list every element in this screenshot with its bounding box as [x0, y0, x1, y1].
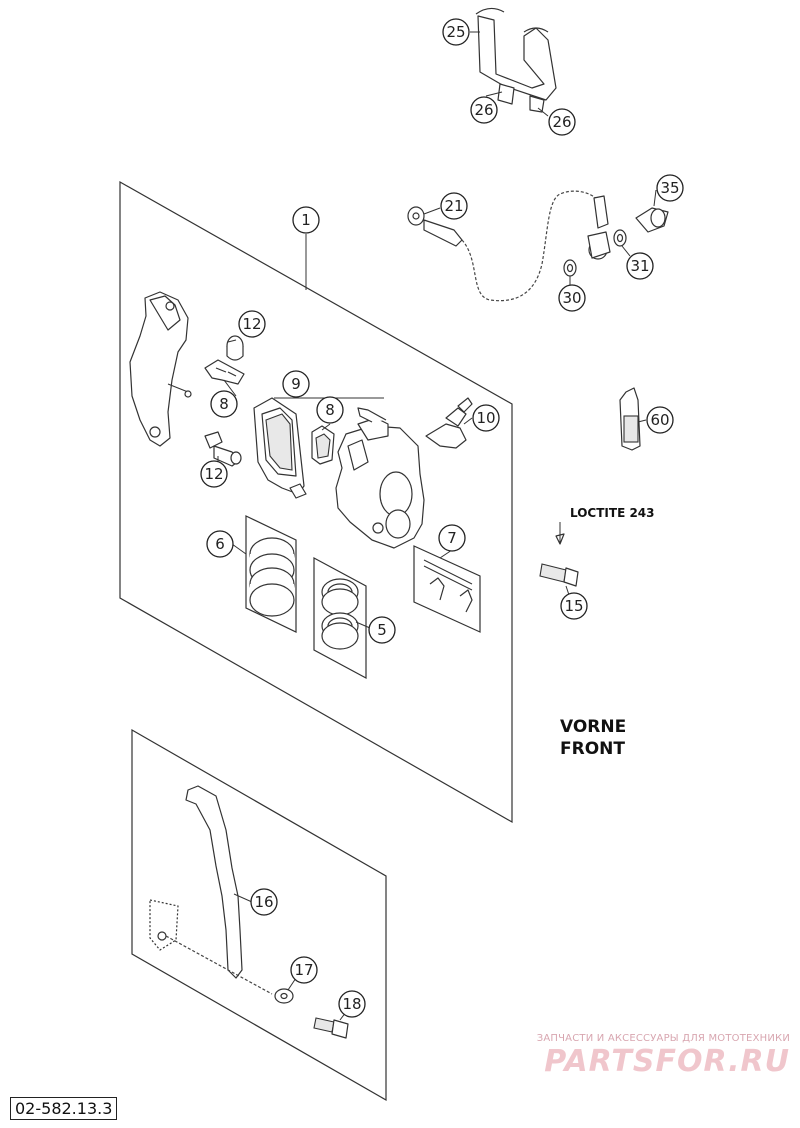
callout-31: 31 — [626, 252, 654, 280]
svg-text:60: 60 — [650, 411, 669, 429]
callout-15: 15 — [560, 592, 588, 620]
caliper-screw-part — [539, 522, 579, 587]
washer-30-part — [563, 259, 577, 277]
svg-text:35: 35 — [660, 179, 679, 197]
brake-hose-part — [407, 190, 611, 302]
svg-text:9: 9 — [291, 375, 301, 393]
svg-text:30: 30 — [562, 289, 581, 307]
watermark-subtitle: ЗАПЧАСТИ И АКСЕССУАРЫ ДЛЯ МОТОТЕХНИКИ — [536, 1033, 790, 1044]
diagram-reference-number: 02-582.13.3 — [10, 1097, 118, 1120]
direction-label: VORNE FRONT — [560, 716, 626, 760]
caliper-assembly-panel — [119, 180, 513, 824]
direction-label-line1: VORNE — [560, 717, 627, 737]
brake-pad-part — [253, 397, 307, 499]
svg-text:7: 7 — [447, 529, 457, 547]
callout-9: 9 — [282, 370, 310, 398]
pistons-kit-box — [245, 515, 297, 633]
svg-text:8: 8 — [325, 401, 335, 419]
svg-text:10: 10 — [476, 409, 495, 427]
svg-text:5: 5 — [377, 621, 387, 639]
pad-retainer-part — [311, 425, 335, 465]
pin-kit-box — [413, 545, 481, 633]
callout-17: 17 — [290, 956, 318, 984]
svg-text:8: 8 — [219, 395, 229, 413]
hose-guide-part — [149, 785, 273, 995]
watermark-brand: PARTSFOR.RU — [544, 1044, 790, 1079]
callout-25: 25 — [442, 18, 470, 46]
callout-6: 6 — [206, 530, 234, 558]
svg-text:12: 12 — [204, 465, 223, 483]
brake-fluid-bottle — [619, 387, 641, 451]
callout-60: 60 — [646, 406, 674, 434]
callout-5: 5 — [368, 616, 396, 644]
svg-text:25: 25 — [446, 23, 465, 41]
pad-spring-part — [204, 359, 245, 385]
seal-kit-box — [313, 556, 367, 680]
callout-8-left: 8 — [210, 390, 238, 418]
loctite-label: LOCTITE 243 — [570, 506, 655, 520]
svg-text:21: 21 — [444, 197, 463, 215]
callout-26-right: 26 — [548, 108, 576, 136]
bolt-18-part — [313, 1017, 349, 1039]
banjo-bolt-part — [635, 207, 669, 233]
svg-text:31: 31 — [630, 257, 649, 275]
callout-18: 18 — [338, 990, 366, 1018]
slider-boot-part — [226, 335, 244, 361]
bleeder-valve-part — [425, 397, 473, 449]
callout-1: 1 — [292, 206, 320, 234]
washer-31-part — [613, 229, 627, 247]
svg-text:17: 17 — [294, 961, 313, 979]
washer-17-part — [274, 988, 294, 1004]
callout-12-bottom: 12 — [200, 460, 228, 488]
svg-text:12: 12 — [242, 315, 261, 333]
svg-text:6: 6 — [215, 535, 225, 553]
svg-text:18: 18 — [342, 995, 361, 1013]
svg-text:26: 26 — [552, 113, 571, 131]
caliper-body-part — [335, 407, 425, 549]
callout-7: 7 — [438, 524, 466, 552]
callout-8-right: 8 — [316, 396, 344, 424]
clip-part — [475, 7, 557, 113]
direction-label-line2: FRONT — [560, 739, 625, 759]
svg-text:26: 26 — [474, 101, 493, 119]
callout-12-top: 12 — [238, 310, 266, 338]
callout-16: 16 — [250, 888, 278, 916]
callout-30: 30 — [558, 284, 586, 312]
svg-text:15: 15 — [564, 597, 583, 615]
caliper-bracket — [129, 291, 192, 447]
callout-26-left: 26 — [470, 96, 498, 124]
callout-35: 35 — [656, 174, 684, 202]
svg-text:1: 1 — [301, 211, 311, 229]
callout-21: 21 — [440, 192, 468, 220]
callout-10: 10 — [472, 404, 500, 432]
svg-text:16: 16 — [254, 893, 273, 911]
slider-pin-part — [204, 431, 242, 467]
watermark: ЗАПЧАСТИ И АКСЕССУАРЫ ДЛЯ МОТОТЕХНИКИ PA… — [490, 1033, 790, 1079]
hose-guide-panel — [131, 728, 387, 1102]
